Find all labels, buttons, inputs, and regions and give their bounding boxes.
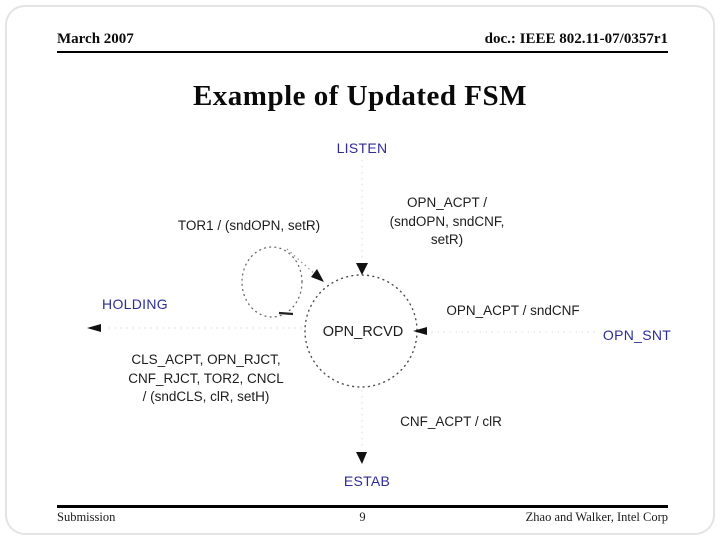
transition-opn-acpt-snt: OPN_ACPT / sndCNF — [446, 303, 580, 318]
transition-line: setR) — [430, 232, 464, 247]
transition-cnf-acpt: CNF_ACPT / clR — [400, 414, 502, 429]
state-holding: HOLDING — [102, 296, 168, 312]
transition-loop-circle — [241, 246, 303, 318]
slide-footer: Submission 9 Zhao and Walker, Intel Corp — [57, 505, 668, 525]
transition-tor1: TOR1 / (sndOPN, setR) — [177, 218, 321, 233]
transition-line: (sndOPN, sndCNF, — [389, 213, 505, 229]
page-title: Example of Updated FSM — [192, 80, 528, 112]
faint-connector-lines — [104, 160, 595, 450]
arrow-opn-rcvd-to-estab-icon — [356, 452, 367, 464]
footer-authors: Zhao and Walker, Intel Corp — [525, 510, 668, 524]
header-date: March 2007 — [57, 31, 134, 47]
arrow-loop-into-opn-rcvd-icon — [311, 269, 324, 282]
transition-close-to-holding: CLS_ACPT, OPN_RJCT, CNF_RJCT, TOR2, CNCL… — [128, 351, 284, 407]
state-opn-snt: OPN_SNT — [602, 327, 672, 343]
arrow-opn-rcvd-to-holding-icon — [87, 324, 101, 332]
arrow-listen-to-opn-rcvd-icon — [356, 263, 368, 275]
state-opn-rcvd: OPN_RCVD — [322, 324, 404, 340]
state-listen: LISTEN — [336, 140, 388, 156]
slide-header: March 2007 doc.: IEEE 802.11-07/0357r1 — [57, 31, 668, 53]
loop-circle-bottom-dash — [278, 311, 294, 316]
transition-line: / (sndCLS, clR, setH) — [142, 389, 270, 404]
loop-exit-line — [286, 248, 318, 277]
arrow-opn-snt-to-opn-rcvd-icon — [413, 327, 427, 335]
arrowheads — [87, 263, 427, 464]
footer-submission: Submission — [57, 510, 116, 524]
transition-line: CNF_RJCT, TOR2, CNCL — [128, 370, 284, 386]
transition-line: CLS_ACPT, OPN_RJCT, — [131, 352, 281, 367]
footer-page-number: 9 — [359, 510, 366, 524]
header-doc-number: doc.: IEEE 802.11-07/0357r1 — [484, 31, 668, 47]
state-estab: ESTAB — [343, 473, 391, 489]
transition-line: OPN_ACPT / — [406, 195, 488, 210]
transition-opn-acpt-listen: OPN_ACPT / (sndOPN, sndCNF, setR) — [390, 194, 505, 250]
